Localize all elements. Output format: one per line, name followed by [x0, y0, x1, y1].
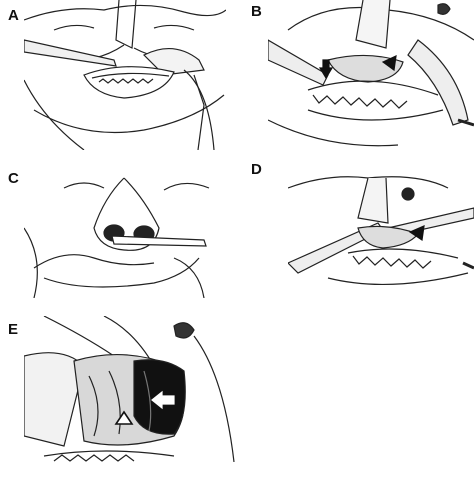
- open-triangle-icon: [114, 410, 134, 425]
- panel-a-drawing: [24, 0, 226, 150]
- panel-label-d: D: [251, 161, 262, 178]
- white-arrow-icon: [151, 390, 175, 410]
- panel-c-illustration: [24, 168, 226, 298]
- panel-label-a: A: [8, 7, 19, 24]
- panel-e-drawing: [24, 316, 235, 462]
- panel-e-illustration: [24, 316, 252, 462]
- panel-d-illustration: [288, 168, 474, 298]
- panel-a-illustration: [24, 0, 226, 150]
- panel-c-drawing: [24, 177, 210, 298]
- caption-strip: [0, 474, 474, 488]
- panel-d-drawing: [288, 176, 474, 286]
- panel-label-c: C: [8, 170, 19, 187]
- black-arrowhead-icon: [381, 54, 397, 72]
- panel-label-b: B: [251, 3, 262, 20]
- panel-b-illustration: [268, 0, 474, 150]
- panel-b-drawing: [268, 0, 474, 147]
- black-arrow-icon: [318, 59, 334, 80]
- panel-label-e: E: [8, 321, 19, 338]
- black-arrowhead-icon: [408, 225, 425, 242]
